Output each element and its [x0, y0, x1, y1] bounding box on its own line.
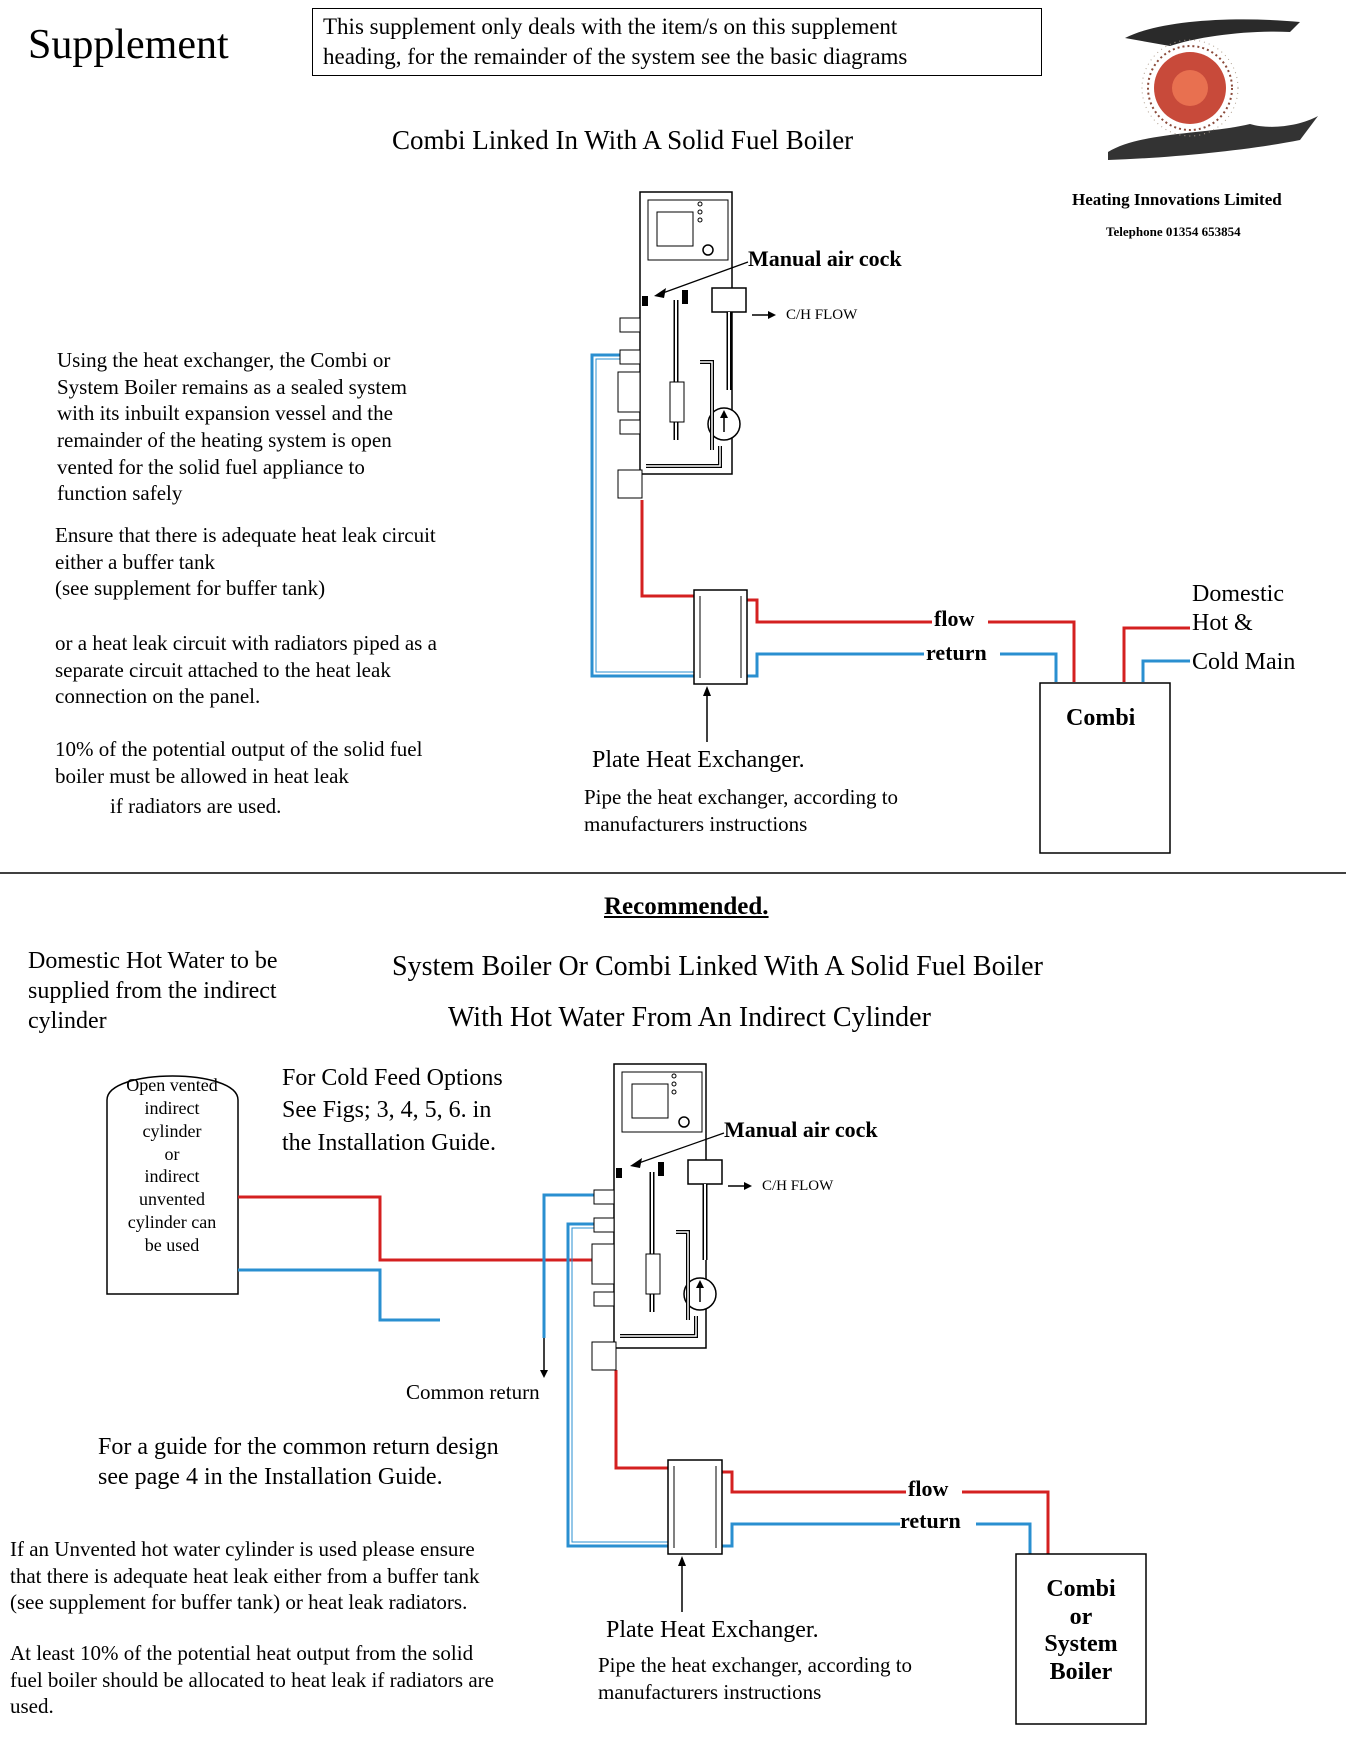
common-return-guide: For a guide for the common return design…: [98, 1434, 499, 1490]
section1-paragraph1: Using the heat exchanger, the Combi or S…: [57, 348, 407, 506]
section1-title: Combi Linked In With A Solid Fuel Boiler: [392, 125, 854, 155]
return-pipe-top-1: [590, 353, 694, 678]
flow-pipe-bottom-1: [614, 1370, 668, 1470]
unvented-note: If an Unvented hot water cylinder is use…: [10, 1537, 480, 1615]
company-logo: [1108, 19, 1318, 160]
flow-pipe-top-1: [640, 500, 694, 598]
common-return-pipe: [542, 1193, 612, 1338]
page-title: Supplement: [28, 22, 229, 68]
section1-paragraph3: or a heat leak circuit with radiators pi…: [55, 631, 437, 709]
return-pipe-top-2: [747, 652, 924, 678]
notice-box: This supplement only deals with the item…: [312, 8, 1042, 76]
section1-paragraph2: Ensure that there is adequate heat leak …: [55, 523, 436, 601]
section1-manual-air-cock: Manual air cock: [748, 246, 902, 271]
section1-cold-main-label: Cold Main: [1192, 649, 1296, 675]
section2-ch-flow: C/H FLOW: [762, 1178, 834, 1194]
company-name: Heating Innovations Limited: [1072, 190, 1282, 209]
section1-ch-flow: C/H FLOW: [786, 307, 858, 323]
section1-pipe-note: Pipe the heat exchanger, according to ma…: [584, 785, 899, 836]
section1-paragraph4b: if radiators are used.: [110, 794, 282, 818]
heat-leak-note: At least 10% of the potential heat outpu…: [10, 1641, 494, 1719]
flow-pipe-top-2: [747, 598, 932, 624]
indirect-cylinder: [106, 1075, 239, 1295]
section2-plate-hx-label: Plate Heat Exchanger.: [606, 1617, 819, 1643]
section1-plate-hx-label: Plate Heat Exchanger.: [592, 747, 805, 773]
combi-box: [1039, 682, 1171, 854]
section1-return-label: return: [926, 640, 987, 665]
flow-pipe-bottom-2: [722, 1470, 906, 1494]
control-panel-top: [617, 191, 747, 499]
section2-flow-label: flow: [908, 1476, 949, 1501]
section2-manual-air-cock: Manual air cock: [724, 1117, 878, 1142]
section2-cold-feed: For Cold Feed Options See Figs; 3, 4, 5,…: [282, 1065, 503, 1156]
plate-heat-exchanger-bottom: [667, 1459, 723, 1555]
cylinder-label: Open vented indirect cylinder or indirec…: [126, 1075, 218, 1256]
cold-main-pipe: [1141, 659, 1190, 682]
control-panel-bottom: [591, 1063, 723, 1371]
return-pipe-bottom-2: [722, 1522, 900, 1548]
section1-flow-label: flow: [934, 606, 975, 631]
section2-pipe-note: Pipe the heat exchanger, according to ma…: [598, 1653, 913, 1704]
section2-title1: System Boiler Or Combi Linked With A Sol…: [392, 951, 1043, 982]
section2-return-label: return: [900, 1508, 961, 1533]
plate-heat-exchanger-top: [693, 589, 748, 685]
flow-pipe-cylinder: [238, 1195, 660, 1262]
section1-combi-label: Combi: [1066, 705, 1136, 731]
section2-title2: With Hot Water From An Indirect Cylinder: [448, 1002, 931, 1033]
domestic-hot-pipe: [1122, 626, 1190, 682]
section2-dhw-note: Domestic Hot Water to be supplied from t…: [28, 948, 278, 1034]
common-return-label: Common return: [406, 1380, 540, 1404]
recommended-heading: Recommended.: [604, 893, 769, 920]
return-pipe-cylinder: [238, 1268, 440, 1322]
section1-domestic-label: Domestic Hot &: [1192, 581, 1284, 636]
boiler-label: Combi or System Boiler: [1044, 1576, 1118, 1685]
section1-paragraph4: 10% of the potential output of the solid…: [55, 737, 423, 788]
company-telephone: Telephone 01354 653854: [1106, 224, 1241, 239]
boiler-box: [1015, 1553, 1147, 1725]
